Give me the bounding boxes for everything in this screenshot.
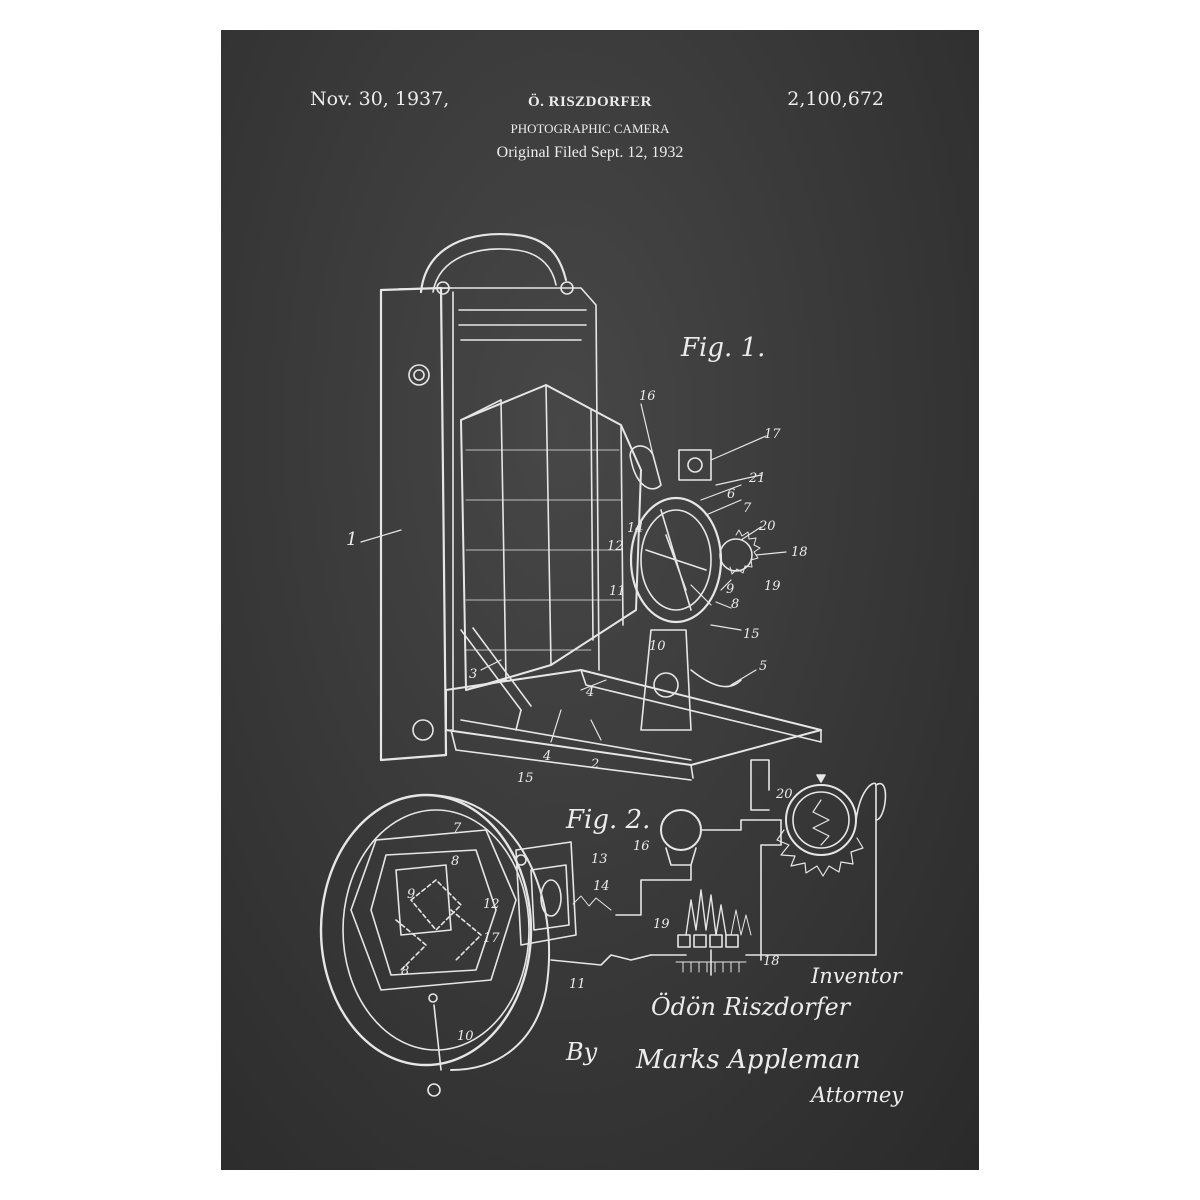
fig2-callout-7: 7 <box>453 821 462 836</box>
callout-4a: 4 <box>542 749 551 764</box>
attorney-signature: Marks Appleman <box>635 1045 861 1075</box>
callout-14: 14 <box>627 521 644 536</box>
callout-3: 3 <box>469 667 477 682</box>
fig2-callout-12: 12 <box>483 897 500 912</box>
callout-4b: 4 <box>585 685 594 700</box>
fig2-callout-17: 17 <box>483 931 500 946</box>
callout-7: 7 <box>743 501 752 516</box>
callout-20: 20 <box>758 519 776 534</box>
inventor-label: Inventor <box>810 964 904 988</box>
callout-16: 16 <box>639 389 656 404</box>
patent-title: PHOTOGRAPHIC CAMERA <box>510 121 670 136</box>
fig2-callout-9: 9 <box>407 887 415 902</box>
fig2-callout-labels: 7 8 8 9 10 11 12 13 14 15 16 17 18 19 20 <box>401 771 793 1044</box>
callout-18: 18 <box>791 545 808 560</box>
callout-2: 2 <box>590 757 599 772</box>
fig1-label: Fig. 1. <box>680 333 765 363</box>
fig2-callout-19: 19 <box>653 917 670 932</box>
patent-drawing: 1 2 3 4 4 5 6 7 8 9 10 11 12 14 15 16 17… <box>319 233 904 1107</box>
fig1-callouts <box>360 403 787 743</box>
fig2-shutter-illustration <box>319 759 887 1097</box>
by-label: By <box>565 1038 598 1066</box>
inventor-signature: Ödön Riszdorfer <box>651 992 852 1021</box>
fig2-callout-11: 11 <box>569 977 586 992</box>
fig2-callout-13: 13 <box>591 852 608 867</box>
callout-21: 21 <box>748 471 766 486</box>
fig2-callout-18: 18 <box>763 954 780 969</box>
inventor-name: Ö. RISZDORFER <box>527 94 653 110</box>
fig2-label: Fig. 2. <box>565 805 650 835</box>
fig2-callout-15: 15 <box>517 771 534 786</box>
callout-11: 11 <box>609 584 626 599</box>
fig2-callout-10: 10 <box>457 1029 474 1044</box>
callout-5: 5 <box>759 659 767 674</box>
patent-date: Nov. 30, 1937, <box>310 88 450 110</box>
callout-6: 6 <box>727 487 735 502</box>
fig2-callout-8a: 8 <box>451 854 459 869</box>
callout-17: 17 <box>764 427 781 442</box>
filed-date: Original Filed Sept. 12, 1932 <box>496 144 684 161</box>
callout-8: 8 <box>731 597 739 612</box>
fig1-callout-labels: 1 2 3 4 4 5 6 7 8 9 10 11 12 14 15 16 17… <box>346 389 808 772</box>
fig2-callout-14: 14 <box>593 879 610 894</box>
fig2-callout-16: 16 <box>633 839 650 854</box>
callout-19: 19 <box>764 579 781 594</box>
callout-12: 12 <box>607 539 624 554</box>
callout-9: 9 <box>726 582 734 597</box>
patent-poster: Nov. 30, 1937, Ö. RISZDORFER PHOTOGRAPHI… <box>221 30 979 1170</box>
callout-15: 15 <box>743 627 760 642</box>
patent-number: 2,100,672 <box>787 88 884 110</box>
attorney-label: Attorney <box>809 1083 904 1107</box>
callout-10: 10 <box>649 639 666 654</box>
callout-1: 1 <box>346 529 357 550</box>
fig2-callout-20: 20 <box>775 787 793 802</box>
fig1-camera-illustration <box>379 233 822 781</box>
fig2-callout-8b: 8 <box>401 964 409 979</box>
